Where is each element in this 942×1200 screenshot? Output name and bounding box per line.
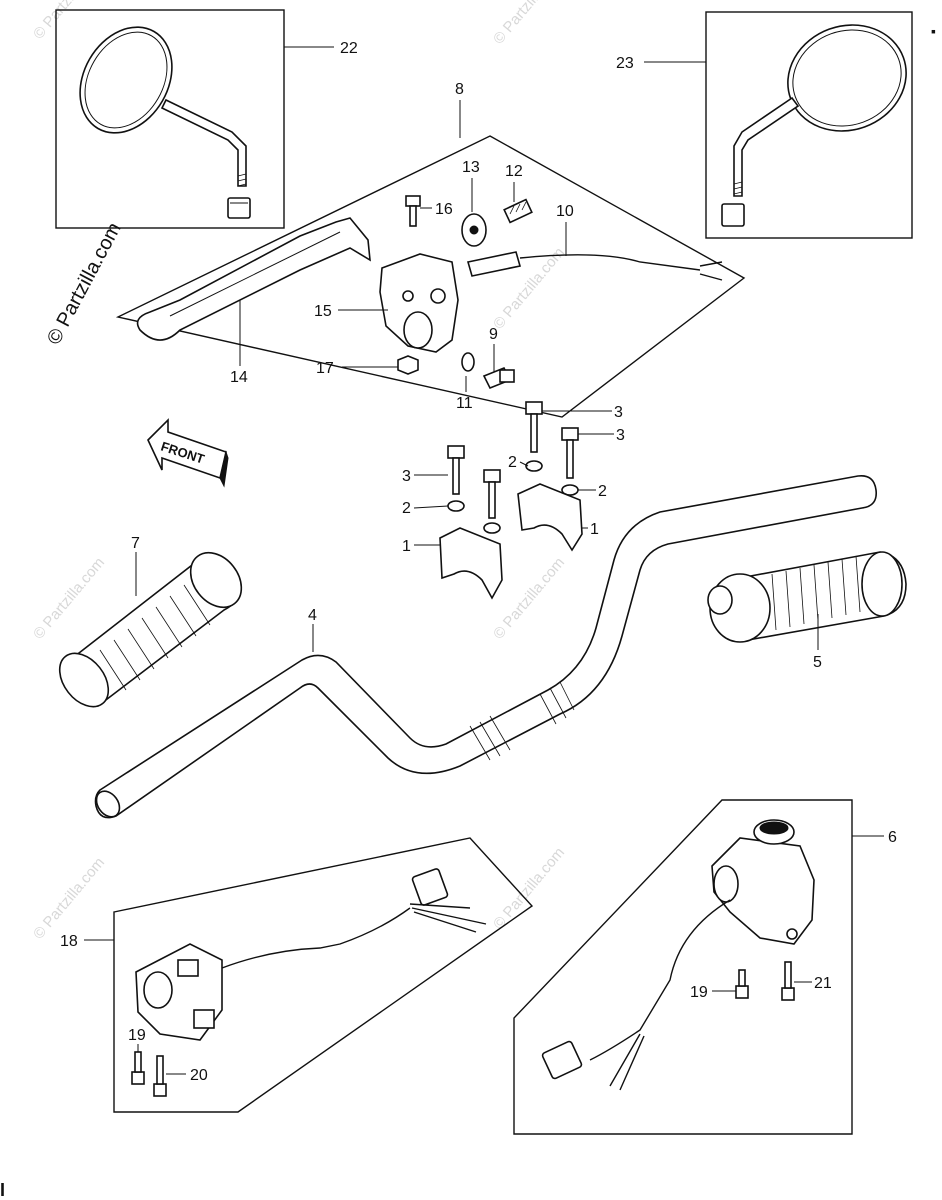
bolt	[483, 469, 501, 483]
callout-9: 9	[489, 326, 498, 343]
part-box	[115, 135, 746, 418]
holder-upper	[439, 527, 503, 600]
mirror-nut	[227, 197, 251, 219]
callout-3: 3	[402, 468, 411, 485]
left-switch-group	[113, 837, 534, 1113]
callout-23: 23	[616, 55, 634, 72]
right-switch-group	[513, 799, 853, 1135]
callout-10: 10	[556, 203, 574, 220]
callout-17: 17	[316, 360, 334, 377]
bolt	[561, 427, 579, 441]
corner-mark: I	[0, 1180, 5, 1200]
callout-21: 21	[814, 975, 832, 992]
screw	[735, 985, 749, 999]
mirror-nut	[721, 203, 745, 227]
callout-15: 15	[314, 303, 332, 320]
bolt	[447, 445, 465, 459]
watermark-faint: © Partzilla.com	[30, 0, 108, 43]
callout-1: 1	[402, 538, 411, 555]
callout-4: 4	[308, 607, 317, 624]
left-grip	[58, 551, 243, 708]
washer	[525, 460, 543, 472]
callout-1: 1	[590, 521, 599, 538]
callout-18: 18	[60, 933, 78, 950]
wire-connector	[411, 868, 449, 906]
screw	[153, 1083, 167, 1097]
callout-2: 2	[598, 483, 607, 500]
front-arrow: FRONT	[147, 418, 229, 488]
wire-connector	[541, 1040, 583, 1080]
callout-3: 3	[614, 404, 623, 421]
watermark-faint: © Partzilla.com	[30, 854, 108, 942]
bolt	[405, 195, 421, 207]
mirror-head	[79, 26, 173, 134]
holder-upper	[517, 483, 583, 552]
washer	[461, 352, 475, 372]
switch-wire	[519, 254, 701, 271]
mirror-head-rim	[792, 29, 902, 127]
mirror-head-rim	[84, 31, 168, 129]
watermark-main: © Partzilla.com	[43, 219, 126, 348]
callout-2: 2	[402, 500, 411, 517]
clutch-lever	[136, 217, 371, 341]
part-box	[705, 11, 913, 239]
part-box	[55, 9, 285, 229]
callout-8: 8	[455, 81, 464, 98]
callout-11: 11	[456, 395, 473, 412]
right-grip	[707, 551, 907, 643]
lever-assembly-group	[115, 135, 746, 418]
watermark-faint: © Partzilla.com	[490, 0, 568, 48]
part-box	[513, 799, 853, 1135]
screw	[131, 1071, 145, 1085]
mirror-left-group	[55, 9, 285, 229]
switch-wire	[221, 907, 411, 969]
part-box	[113, 837, 534, 1113]
callout-6: 6	[888, 829, 897, 846]
callout-7: 7	[131, 535, 140, 552]
mirror-right-group	[705, 11, 913, 239]
lever-holder	[379, 253, 459, 353]
mirror-stem	[160, 98, 247, 187]
handlebar	[94, 474, 878, 819]
callout-20: 20	[190, 1067, 208, 1084]
bolt	[525, 401, 543, 415]
washer	[447, 500, 465, 512]
mirror-head	[787, 24, 907, 132]
watermark-faint: © Partzilla.com	[490, 844, 568, 932]
handlebar-holders	[439, 401, 583, 600]
watermark-faint: © Partzilla.com	[30, 554, 108, 642]
clutch-switch	[466, 251, 522, 277]
callouts: 22 23 8 13 12 16 10 15 14 17 9 11 3 3 3 …	[60, 40, 897, 1084]
callout-22: 22	[340, 40, 358, 57]
callout-14: 14	[230, 369, 248, 386]
mirror-stem	[733, 96, 800, 197]
screw	[781, 987, 795, 1001]
callout-19: 19	[690, 984, 708, 1001]
washer	[483, 522, 501, 534]
callout-13: 13	[462, 159, 480, 176]
callout-19: 19	[128, 1027, 146, 1044]
cable-adjuster	[503, 198, 533, 224]
callout-16: 16	[435, 201, 453, 218]
nut	[397, 355, 419, 375]
leader-lines	[84, 46, 884, 1075]
switch-wire	[589, 899, 731, 1061]
corner-mark: ▪	[931, 23, 936, 39]
callout-5: 5	[813, 654, 822, 671]
callout-2: 2	[508, 454, 517, 471]
callout-3: 3	[616, 427, 625, 444]
callout-12: 12	[505, 163, 523, 180]
